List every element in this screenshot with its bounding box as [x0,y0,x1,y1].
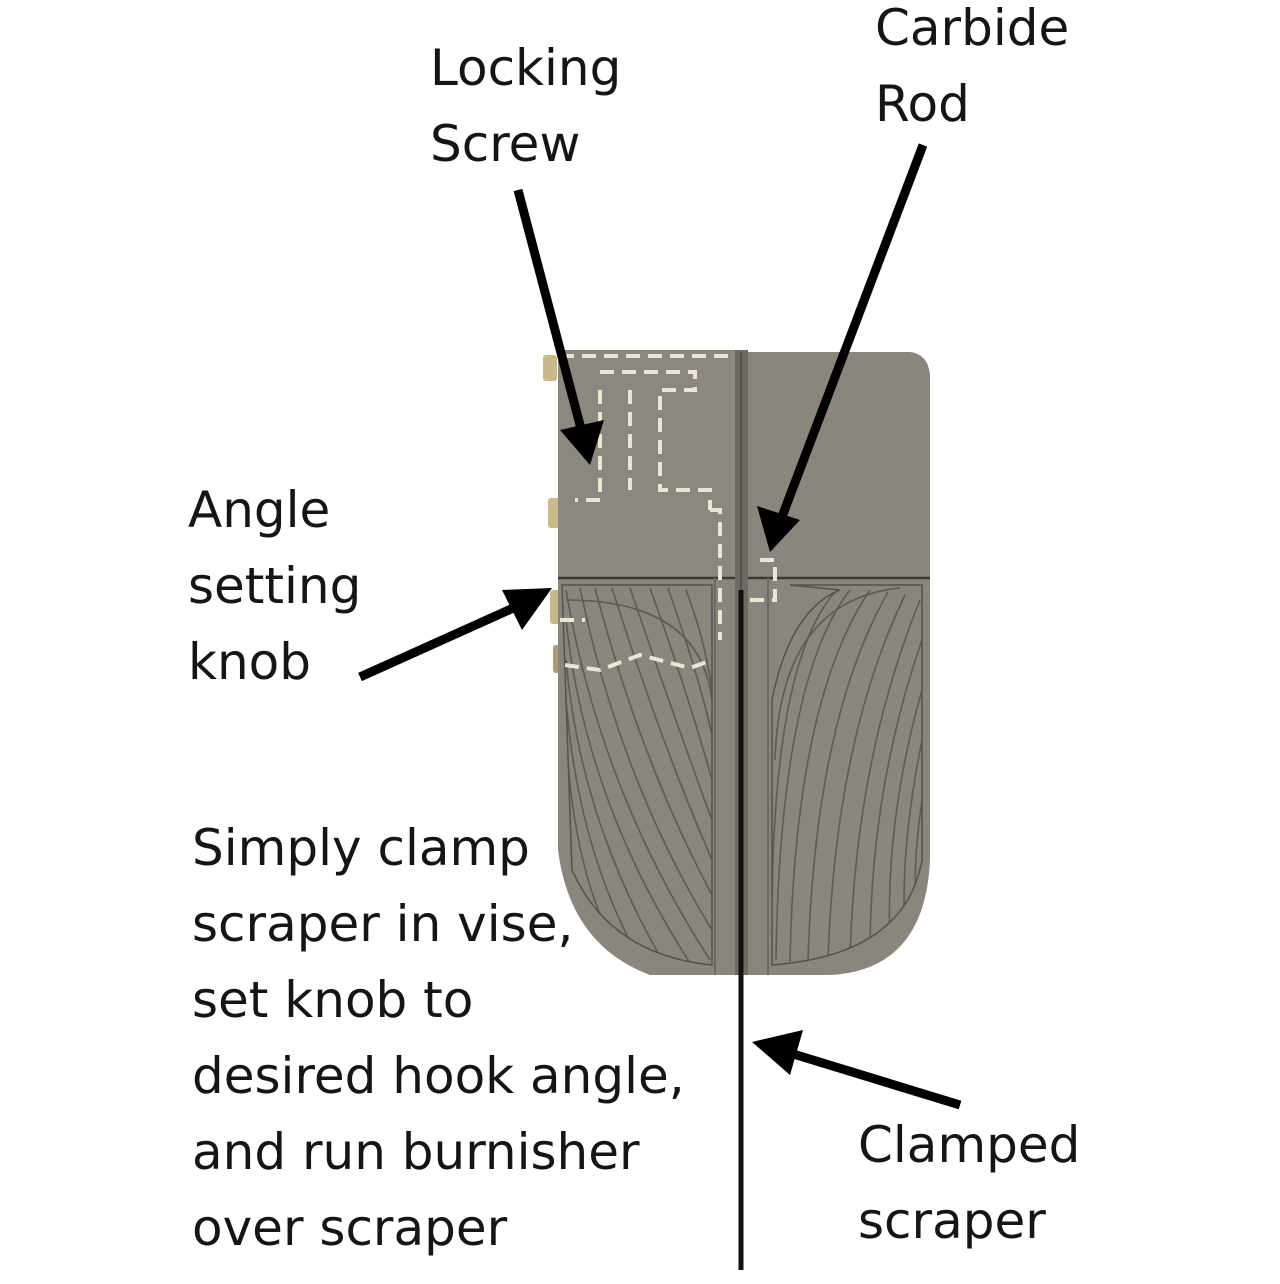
label-line: knob [188,633,311,691]
label-line: Clamped [858,1116,1081,1174]
label-line: Locking [430,39,622,97]
caption-line: desired hook angle, [192,1047,685,1105]
clamped-scraper-label: Clamped scraper [858,1107,1080,1259]
carbide-rod-label: Carbide Rod [875,0,1069,142]
label-line: scraper [858,1192,1046,1250]
angle-setting-knob-label: Angle setting knob [188,472,361,700]
instruction-caption: Simply clamp scraper in vise, set knob t… [192,810,685,1266]
label-line: setting [188,557,362,615]
caption-line: over scraper [192,1199,508,1257]
arrow-carbide-rod [775,143,928,524]
arrow-angle-knob [358,600,522,682]
caption-line: and run burnisher [192,1123,640,1181]
caption-line: set knob to [192,971,474,1029]
right-lobe-hatch [772,587,922,963]
arrow-locking-screw [513,188,589,442]
caption-line: Simply clamp [192,819,530,877]
label-line: Angle [188,481,331,539]
label-line: Rod [875,75,970,133]
label-line: Carbide [875,0,1070,57]
label-line: Screw [430,115,581,173]
arrow-clamped-scraper [788,1048,962,1110]
hidden-lines [560,354,777,673]
locking-screw-label: Locking Screw [430,30,621,182]
caption-line: scraper in vise, [192,895,574,953]
vise-right-jaw [748,352,930,975]
left-lobe-hatch [565,587,712,965]
vise-left-jaw [558,350,735,975]
